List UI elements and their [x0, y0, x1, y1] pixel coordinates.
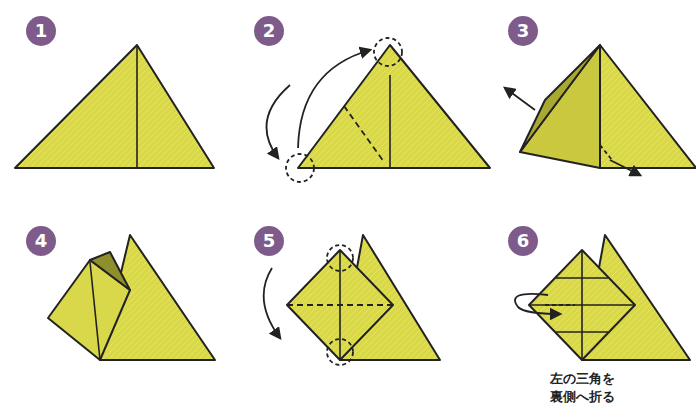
step-number: 5	[254, 226, 284, 256]
step-number-text: 3	[517, 22, 530, 40]
step-number: 3	[508, 16, 538, 46]
step-number-text: 1	[35, 22, 48, 40]
step-number-text: 5	[263, 232, 276, 250]
step-number: 1	[26, 16, 56, 46]
instruction-note: 左の三角を 裏側へ折る	[542, 370, 622, 405]
step-number-text: 4	[35, 232, 48, 250]
step-number-text: 6	[517, 232, 530, 250]
step-number-text: 2	[263, 22, 276, 40]
step-number: 2	[254, 16, 284, 46]
step-number: 4	[26, 226, 56, 256]
step-number: 6	[508, 226, 538, 256]
